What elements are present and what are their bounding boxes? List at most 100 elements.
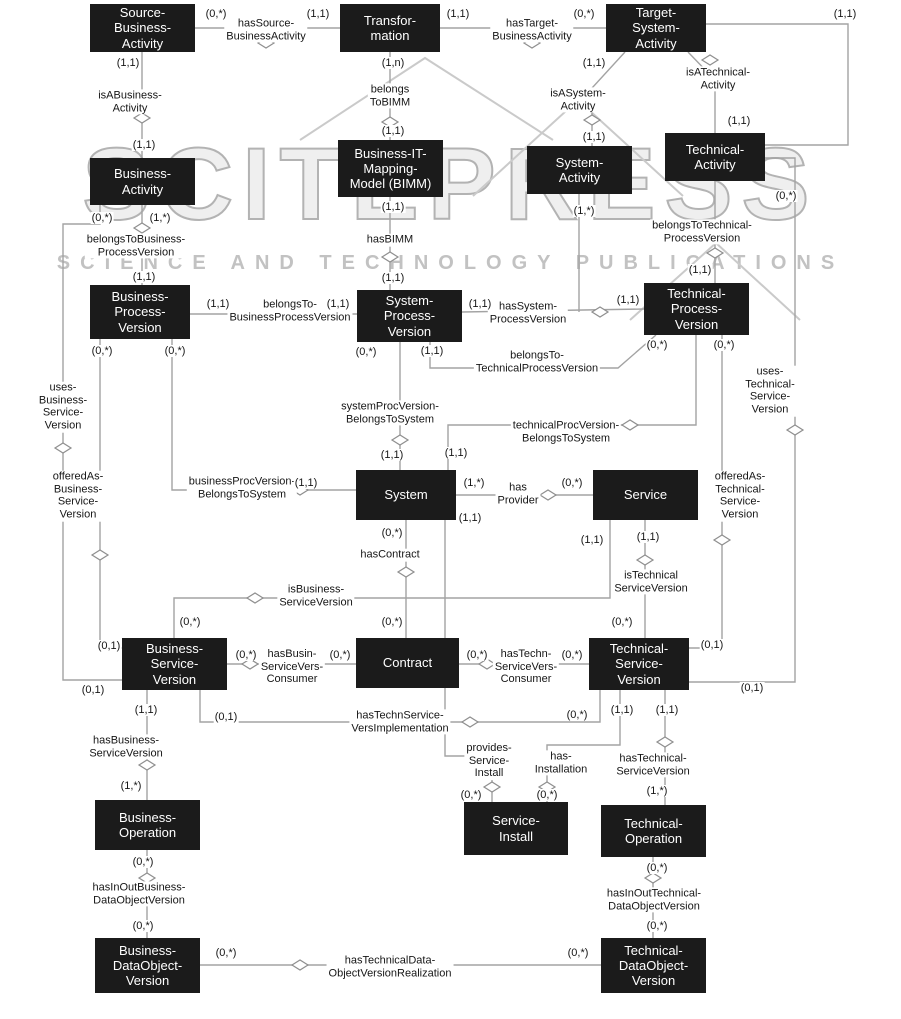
cardinality-label: (1,1) — [380, 125, 406, 137]
relation-label-belongstobimm: belongs ToBIMM — [367, 83, 413, 109]
relation-label-belongstotechnical-processversion: belongsToTechnical- ProcessVersion — [650, 219, 754, 245]
cardinality-label: (1,1) — [609, 704, 635, 716]
cardinality-label: (1,1) — [832, 8, 858, 20]
cardinality-label: (1,1) — [325, 298, 351, 310]
diamond-connector-icon — [700, 54, 720, 66]
entity-technical-dataobject-version: Technical- DataObject- Version — [601, 938, 706, 993]
relation-label-provides-service-install: provides- Service- Install — [464, 742, 514, 780]
cardinality-label: (0,*) — [204, 8, 228, 20]
entity-business-operation: Business- Operation — [95, 800, 200, 850]
relation-label-hasbusin-servicevers-consumer: hasBusin- ServiceVers- Consumer — [258, 648, 326, 686]
relation-label-offeredas-business-service-version: offeredAs- Business- Service- Version — [50, 470, 106, 522]
relation-label-istechnical-serviceversion: isTechnical ServiceVersion — [612, 569, 690, 595]
relation-label-uses-technical-service-version: uses- Technical- Service- Version — [743, 365, 797, 417]
cardinality-label: (0,*) — [380, 616, 404, 628]
cardinality-label: (0,*) — [566, 947, 590, 959]
relation-label-hastechn-servicevers-consumer: hasTechn- ServiceVers- Consumer — [492, 648, 560, 686]
entity-business-activity: Business- Activity — [90, 158, 195, 205]
cardinality-label: (0,*) — [90, 345, 114, 357]
diamond-connector-icon — [655, 736, 675, 748]
relation-label-systemprocversion-belongstosystem: systemProcVersion- BelongsToSystem — [339, 400, 441, 426]
cardinality-label: (1,1) — [445, 8, 471, 20]
diamond-connector-icon — [635, 554, 655, 566]
cardinality-label: (1,1) — [380, 201, 406, 213]
cardinality-label: (1,1) — [115, 57, 141, 69]
cardinality-label: (0,*) — [178, 616, 202, 628]
relation-label-has-installation: has- Installation — [532, 750, 590, 776]
diamond-connector-icon — [380, 251, 400, 263]
entity-business-dataobject-version: Business- DataObject- Version — [95, 938, 200, 993]
diamond-connector-icon — [643, 872, 663, 884]
diamond-connector-icon — [582, 114, 602, 126]
entity-business-it-mapping-model: Business-IT- Mapping- Model (BIMM) — [338, 140, 443, 197]
relation-label-hasbimm: hasBIMM — [364, 233, 416, 247]
cardinality-label: (0,*) — [131, 856, 155, 868]
diamond-connector-icon — [705, 247, 725, 259]
relation-label-isabusiness-activity: isABusiness- Activity — [96, 89, 164, 115]
cardinality-label: (0,*) — [214, 947, 238, 959]
relation-label-hasprovider: has Provider — [495, 481, 541, 507]
diamond-connector-icon — [137, 872, 157, 884]
watermark-chevron — [299, 56, 554, 141]
cardinality-label: (1,1) — [131, 139, 157, 151]
cardinality-label: (1,1) — [581, 57, 607, 69]
cardinality-label: (1,1) — [726, 115, 752, 127]
cardinality-label: (0,1) — [96, 640, 122, 652]
entity-business-process-version: Business- Process- Version — [90, 285, 190, 339]
cardinality-label: (1,*) — [148, 212, 172, 224]
entity-technical-service-version: Technical- Service- Version — [589, 638, 689, 690]
cardinality-label: (1,1) — [687, 264, 713, 276]
cardinality-label: (0,*) — [565, 709, 589, 721]
diamond-connector-icon — [132, 112, 152, 124]
diamond-connector-icon — [132, 222, 152, 234]
cardinality-label: (0,*) — [459, 789, 483, 801]
entity-service: Service — [593, 470, 698, 520]
cardinality-label: (0,1) — [699, 639, 725, 651]
cardinality-label: (0,*) — [712, 339, 736, 351]
relation-label-hastechnical-serviceversion: hasTechnical- ServiceVersion — [614, 752, 692, 778]
cardinality-label: (1,1) — [205, 298, 231, 310]
cardinality-label: (0,1) — [739, 682, 765, 694]
cardinality-label: (0,*) — [610, 616, 634, 628]
relation-label-businessprocversion-belongstosystem: businessProcVersion- BelongsToSystem — [186, 475, 298, 501]
entity-system-process-version: System- Process- Version — [357, 290, 462, 342]
cardinality-label: (1,*) — [462, 477, 486, 489]
cardinality-label: (0,1) — [213, 711, 239, 723]
cardinality-label: (1,*) — [572, 205, 596, 217]
relation-label-isasystem-activity: isASystem- Activity — [548, 87, 608, 113]
cardinality-label: (0,*) — [560, 649, 584, 661]
cardinality-label: (0,*) — [131, 920, 155, 932]
cardinality-label: (1,*) — [645, 785, 669, 797]
diamond-connector-icon — [396, 566, 416, 578]
relation-label-hastarget-businessactivity: hasTarget- BusinessActivity — [490, 17, 574, 43]
relation-label-hassystem-processversion: hasSystem- ProcessVersion — [487, 300, 569, 326]
cardinality-label: (0,*) — [535, 789, 559, 801]
relation-label-isatechnical-activity: isATechnical- Activity — [684, 66, 752, 92]
cardinality-label: (1,1) — [419, 345, 445, 357]
entity-target-system-activity: Target- System- Activity — [606, 4, 706, 52]
entity-system: System — [356, 470, 456, 520]
cardinality-label: (0,*) — [645, 862, 669, 874]
relation-label-hastechnicaldata-objectversionrealization: hasTechnicalData- ObjectVersionRealizati… — [326, 954, 454, 980]
relation-label-hasinoutbusiness-dataobjectversion: hasInOutBusiness- DataObjectVersion — [90, 881, 188, 907]
cardinality-label: (1,1) — [305, 8, 331, 20]
cardinality-label: (1,1) — [293, 477, 319, 489]
relation-label-hascontract: hasContract — [358, 548, 422, 562]
diamond-connector-icon — [538, 489, 558, 501]
cardinality-label: (0,*) — [234, 649, 258, 661]
cardinality-label: (0,*) — [354, 346, 378, 358]
entity-system-activity: System- Activity — [527, 146, 632, 194]
relation-label-hastechnservice-versimplementation: hasTechnService- VersImplementation — [349, 709, 451, 735]
diamond-connector-icon — [620, 419, 640, 431]
cardinality-label: (0,1) — [80, 684, 106, 696]
diamond-connector-icon — [482, 781, 502, 793]
diamond-connector-icon — [137, 759, 157, 771]
relation-label-uses-business-service-version: uses- Business- Service- Version — [36, 381, 90, 433]
cardinality-label: (1,1) — [615, 294, 641, 306]
cardinality-label: (1,1) — [654, 704, 680, 716]
cardinality-label: (0,*) — [465, 649, 489, 661]
cardinality-label: (0,*) — [645, 920, 669, 932]
cardinality-label: (1,1) — [581, 131, 607, 143]
cardinality-label: (0,*) — [645, 339, 669, 351]
